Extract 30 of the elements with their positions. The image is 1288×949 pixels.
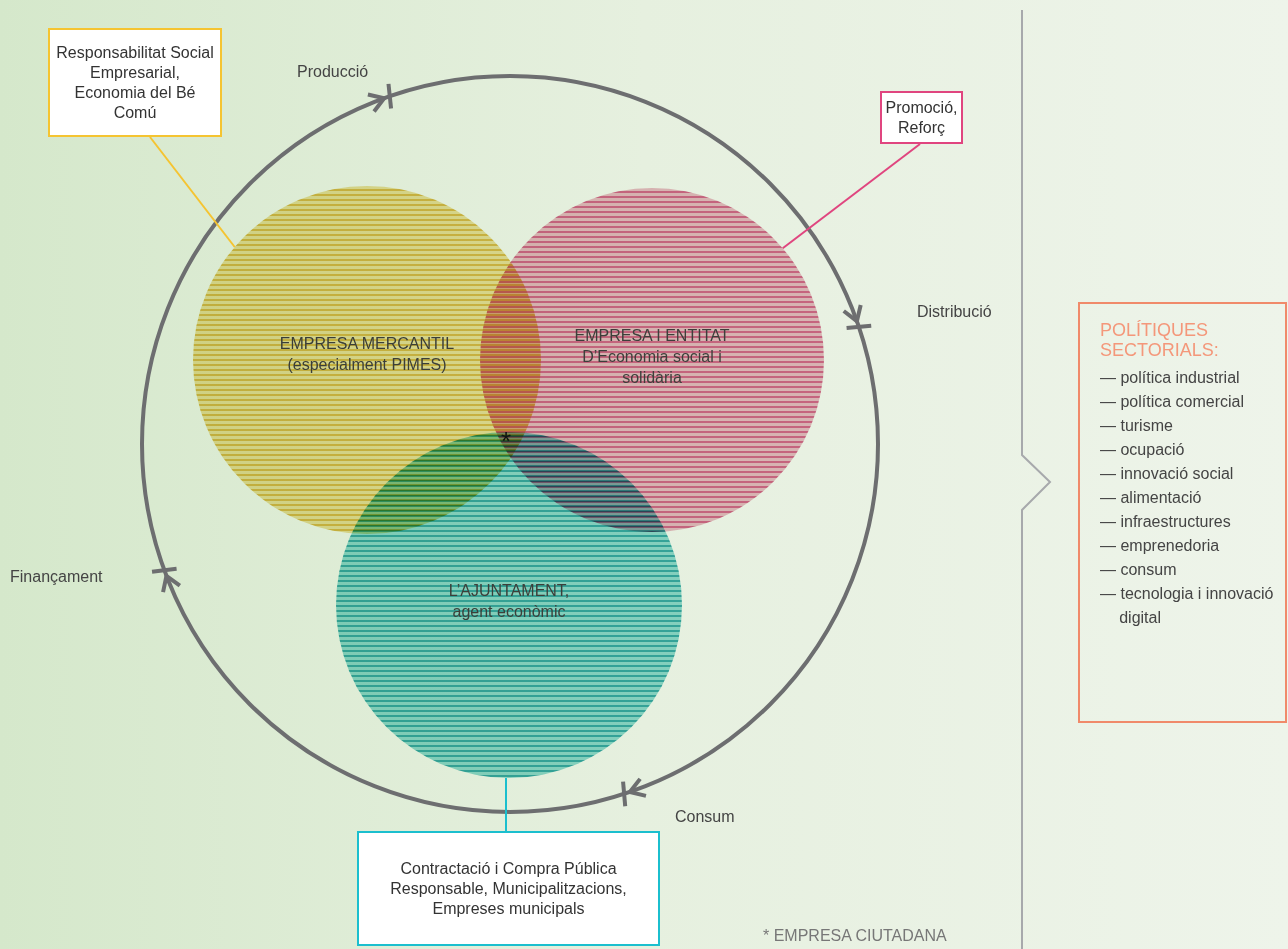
- list-item: — consum: [1100, 560, 1178, 580]
- cycle-label: Finançament: [10, 568, 103, 586]
- circle-title: EMPRESA I ENTITAT: [574, 326, 730, 346]
- circle-subtitle: D’Economia social i solidària: [581, 347, 723, 388]
- leader-line: [149, 136, 236, 248]
- footnote: * EMPRESA CIUTADANA: [763, 927, 947, 945]
- policy-list-panel: [1078, 302, 1287, 723]
- list-item: — política comercial: [1100, 392, 1246, 412]
- list-item: — alimentació: [1100, 488, 1203, 508]
- circle-subtitle: agent econòmic: [452, 602, 566, 622]
- asterisk-mark: *: [501, 426, 512, 457]
- callout-box: Contractació i Compra Pública Responsable, Municipalitzacions, Empreses municipals: [357, 831, 660, 946]
- leader-line: [781, 143, 921, 250]
- leader-line: [505, 776, 507, 832]
- circle-title: EMPRESA MERCANTIL: [279, 334, 455, 354]
- callout-box: Promoció, Reforç: [880, 91, 963, 144]
- list-item: — turisme: [1100, 416, 1174, 436]
- list-item: — emprenedoria: [1100, 536, 1221, 556]
- circle-title: L’AJUNTAMENT,: [448, 581, 570, 601]
- panel-heading: POLÍTIQUES SECTORIALS:: [1100, 320, 1220, 360]
- list-item: — ocupació: [1100, 440, 1186, 460]
- callout-box: Responsabilitat Social Empresarial, Economia del Bé Comú: [48, 28, 222, 137]
- cycle-label: Producció: [297, 63, 369, 81]
- list-item: — tecnologia i innovació digital: [1100, 584, 1275, 628]
- cycle-label: Distribució: [917, 303, 992, 321]
- list-item: — infraestructures: [1100, 512, 1232, 532]
- list-item: — política industrial: [1100, 368, 1241, 388]
- circle-subtitle: (especialment PIMES): [287, 355, 447, 375]
- cycle-label: Consum: [675, 808, 735, 826]
- list-item: — innovació social: [1100, 464, 1235, 484]
